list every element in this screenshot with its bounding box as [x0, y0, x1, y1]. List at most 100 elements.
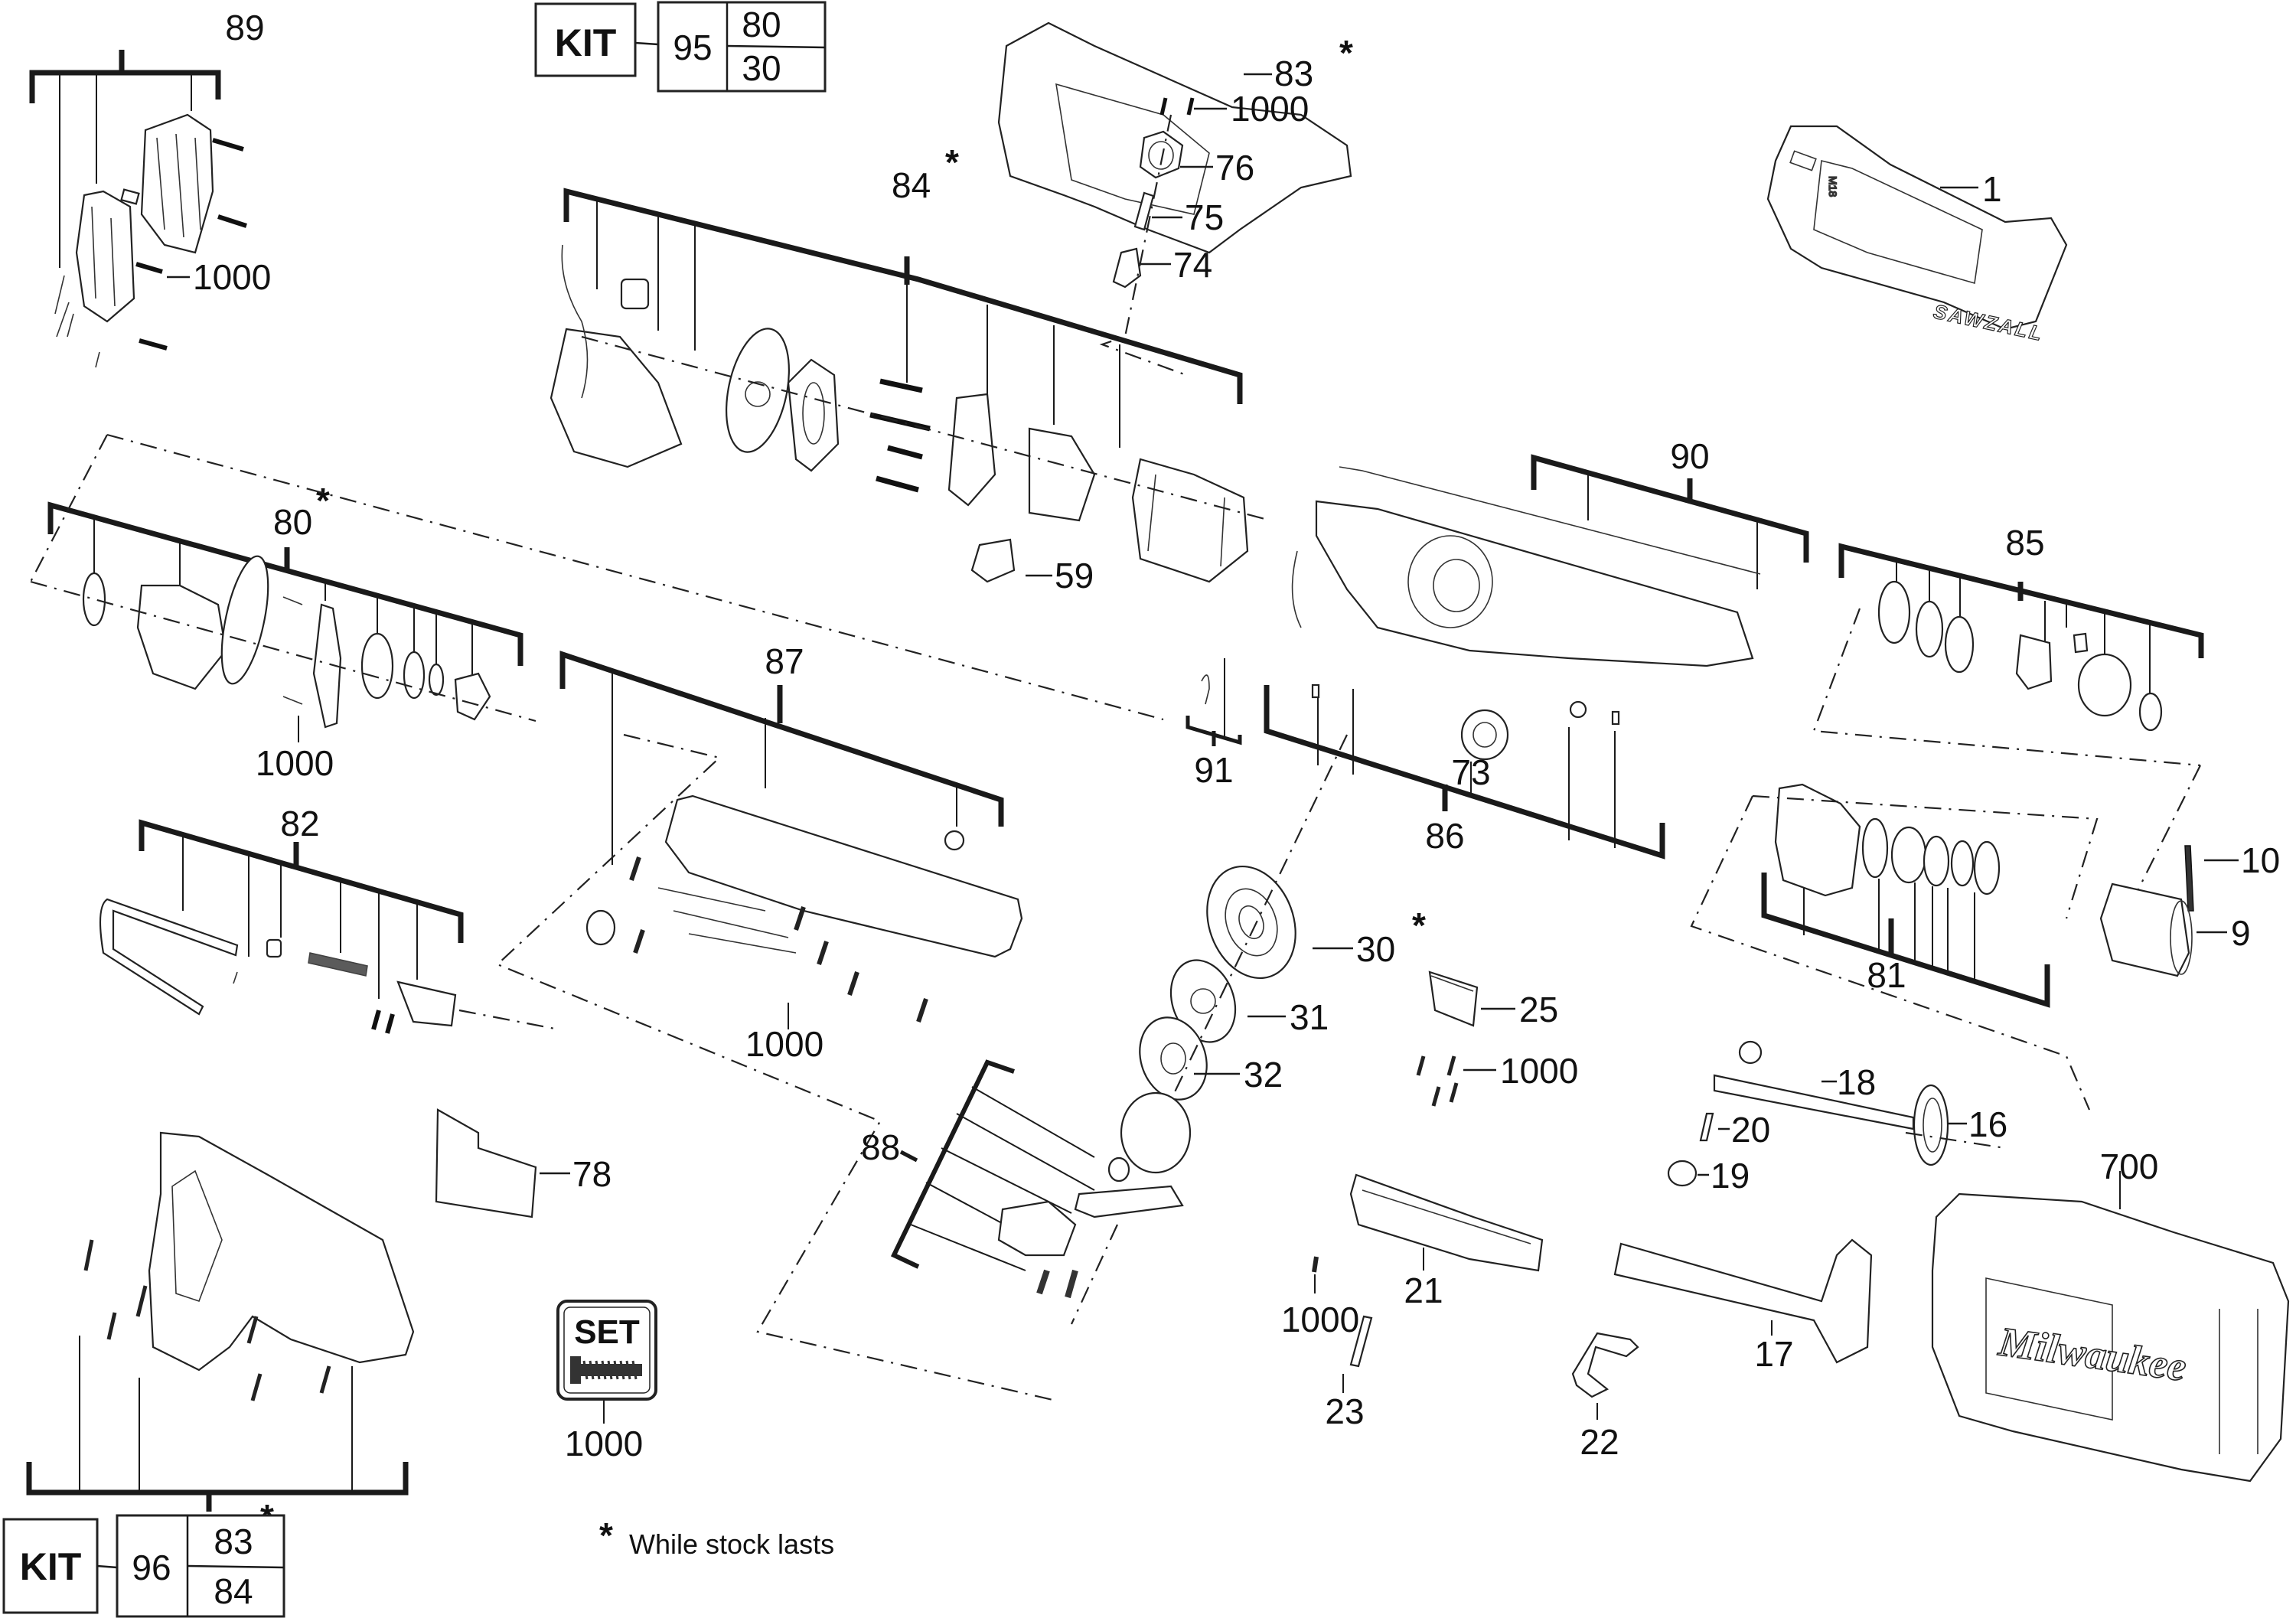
kit-content-item: 83	[214, 1522, 253, 1561]
callout-85: 85	[2005, 523, 2044, 563]
link-arm-part	[1074, 1185, 1184, 1218]
callout-31: 31	[1290, 997, 1329, 1037]
assembly-89[interactable]: 89 1000	[29, 8, 271, 368]
assembly-87[interactable]: 87 1000	[495, 641, 1057, 1402]
assembly-81[interactable]: 81	[1690, 783, 2099, 1111]
screw-icon	[1159, 97, 1195, 116]
star-marker: *	[945, 142, 959, 182]
sleeve-part	[1774, 783, 1861, 897]
part-25-bracket[interactable]: 25 1000	[1416, 970, 1578, 1107]
parts-74-76[interactable]: 1000 76 75 74	[1099, 89, 1309, 377]
callout-86: 86	[1425, 816, 1464, 856]
fan-part	[220, 555, 269, 685]
callout-1: 1	[1982, 169, 2002, 209]
callout-89: 89	[225, 8, 264, 47]
callout-91: 91	[1194, 750, 1233, 790]
callout-16: 16	[1968, 1104, 2007, 1144]
footnote-star: *	[599, 1515, 613, 1555]
brush-holder-part	[140, 113, 214, 254]
kit-95-box[interactable]: KIT 95 80 30	[534, 1, 827, 93]
set-1000-badge[interactable]: SET 1000	[556, 1300, 657, 1463]
pinion-part	[454, 672, 491, 721]
callout-20: 20	[1731, 1110, 1770, 1150]
callout-1000: 1000	[256, 743, 334, 783]
parts-9-10[interactable]: 10 9	[2099, 840, 2280, 977]
callout-700: 700	[2100, 1147, 2159, 1186]
callout-84: 84	[892, 165, 931, 205]
kit-number: 95	[673, 28, 712, 67]
assembly-82[interactable]: 82	[99, 804, 559, 1034]
part-1-front-housing[interactable]: M18 SAWZALL 1	[1766, 125, 2068, 346]
screw-icon	[1312, 1256, 1319, 1273]
footnote-text: While stock lasts	[629, 1528, 834, 1560]
part-700-carry-case[interactable]: 700 Milwaukee	[1931, 1147, 2290, 1483]
callout-22: 22	[1580, 1422, 1619, 1462]
assembly-90[interactable]: 90	[1531, 436, 1809, 589]
assembly-83-bottom[interactable]: 83 *	[26, 1131, 415, 1558]
armature-part	[136, 584, 227, 690]
kit-label: KIT	[20, 1545, 82, 1588]
assembly-83-top[interactable]: 83 *	[997, 21, 1353, 254]
screw-icon	[83, 1239, 331, 1401]
assembly-84[interactable]: 84 *	[550, 142, 1271, 583]
part-17-shoe[interactable]: 17	[1613, 1238, 1873, 1374]
gear-stack-30-32[interactable]: 30 * 31 32	[1129, 734, 1426, 1164]
callout-87: 87	[765, 641, 804, 681]
kit-label: KIT	[555, 21, 617, 64]
callout-81: 81	[1867, 955, 1906, 995]
baffle-part	[312, 603, 342, 729]
kit-number: 96	[132, 1548, 171, 1587]
footnote: * While stock lasts	[599, 1515, 834, 1560]
callout-17: 17	[1754, 1334, 1793, 1374]
part-78-label[interactable]: 78	[435, 1108, 612, 1218]
callout-80: 80	[273, 502, 312, 542]
assembly-85[interactable]: 85	[1812, 523, 2204, 927]
assembly-88[interactable]: 88	[861, 1059, 1192, 1325]
callout-30: 30	[1356, 929, 1395, 969]
sleeve-9-part	[2099, 882, 2190, 977]
assembly-91[interactable]: 91	[1186, 658, 1242, 790]
callout-10: 10	[2241, 840, 2280, 880]
stator-part	[1131, 458, 1249, 583]
kit-96-box[interactable]: KIT 96 83 84	[2, 1514, 285, 1618]
kit-content-item: 84	[214, 1571, 253, 1611]
part-23-pin[interactable]: 23	[1325, 1315, 1373, 1431]
callout-1000: 1000	[745, 1024, 823, 1064]
callout-76: 76	[1215, 148, 1254, 188]
controller-board-part	[550, 328, 683, 468]
motor-housing-part	[1315, 500, 1754, 667]
part-22-lever[interactable]: 22	[1571, 1332, 1639, 1462]
counterweight-part	[997, 1200, 1077, 1257]
kit-content-item: 30	[742, 48, 781, 88]
callout-1000: 1000	[565, 1424, 643, 1463]
bevel-gear-30-part	[1206, 865, 1296, 980]
end-plate-part	[726, 328, 790, 453]
part-59[interactable]: 59	[970, 538, 1094, 595]
assembly-80[interactable]: 80 * 1000	[30, 481, 536, 783]
part-21-guide[interactable]: 21 1000	[1281, 1173, 1544, 1339]
guide-line	[106, 433, 1164, 721]
callout-90: 90	[1670, 436, 1709, 476]
callout-82: 82	[280, 804, 319, 843]
case-part	[1931, 1192, 2290, 1483]
callout-1000: 1000	[193, 257, 271, 297]
callout-1000: 1000	[1500, 1051, 1578, 1091]
callout-1000: 1000	[1231, 89, 1309, 129]
bushing-74-part	[1112, 247, 1142, 289]
assembly-86[interactable]: 86 73	[1264, 466, 1761, 860]
callout-73: 73	[1451, 752, 1490, 792]
callout-75: 75	[1185, 197, 1224, 237]
washer-31-part	[1169, 959, 1237, 1043]
star-marker: *	[316, 481, 330, 520]
callout-83: 83	[1274, 54, 1313, 93]
seal-16-part	[1913, 1084, 1949, 1166]
shoe-part	[1613, 1238, 1873, 1364]
star-marker: *	[1412, 905, 1426, 945]
parts-16-20[interactable]: 18 20 16 19	[1667, 1040, 2007, 1196]
screw-icon	[1416, 1055, 1459, 1107]
callout-88: 88	[861, 1127, 900, 1167]
callout-21: 21	[1404, 1271, 1443, 1310]
screw-icon	[135, 138, 247, 351]
plate-76-part	[1139, 130, 1184, 179]
